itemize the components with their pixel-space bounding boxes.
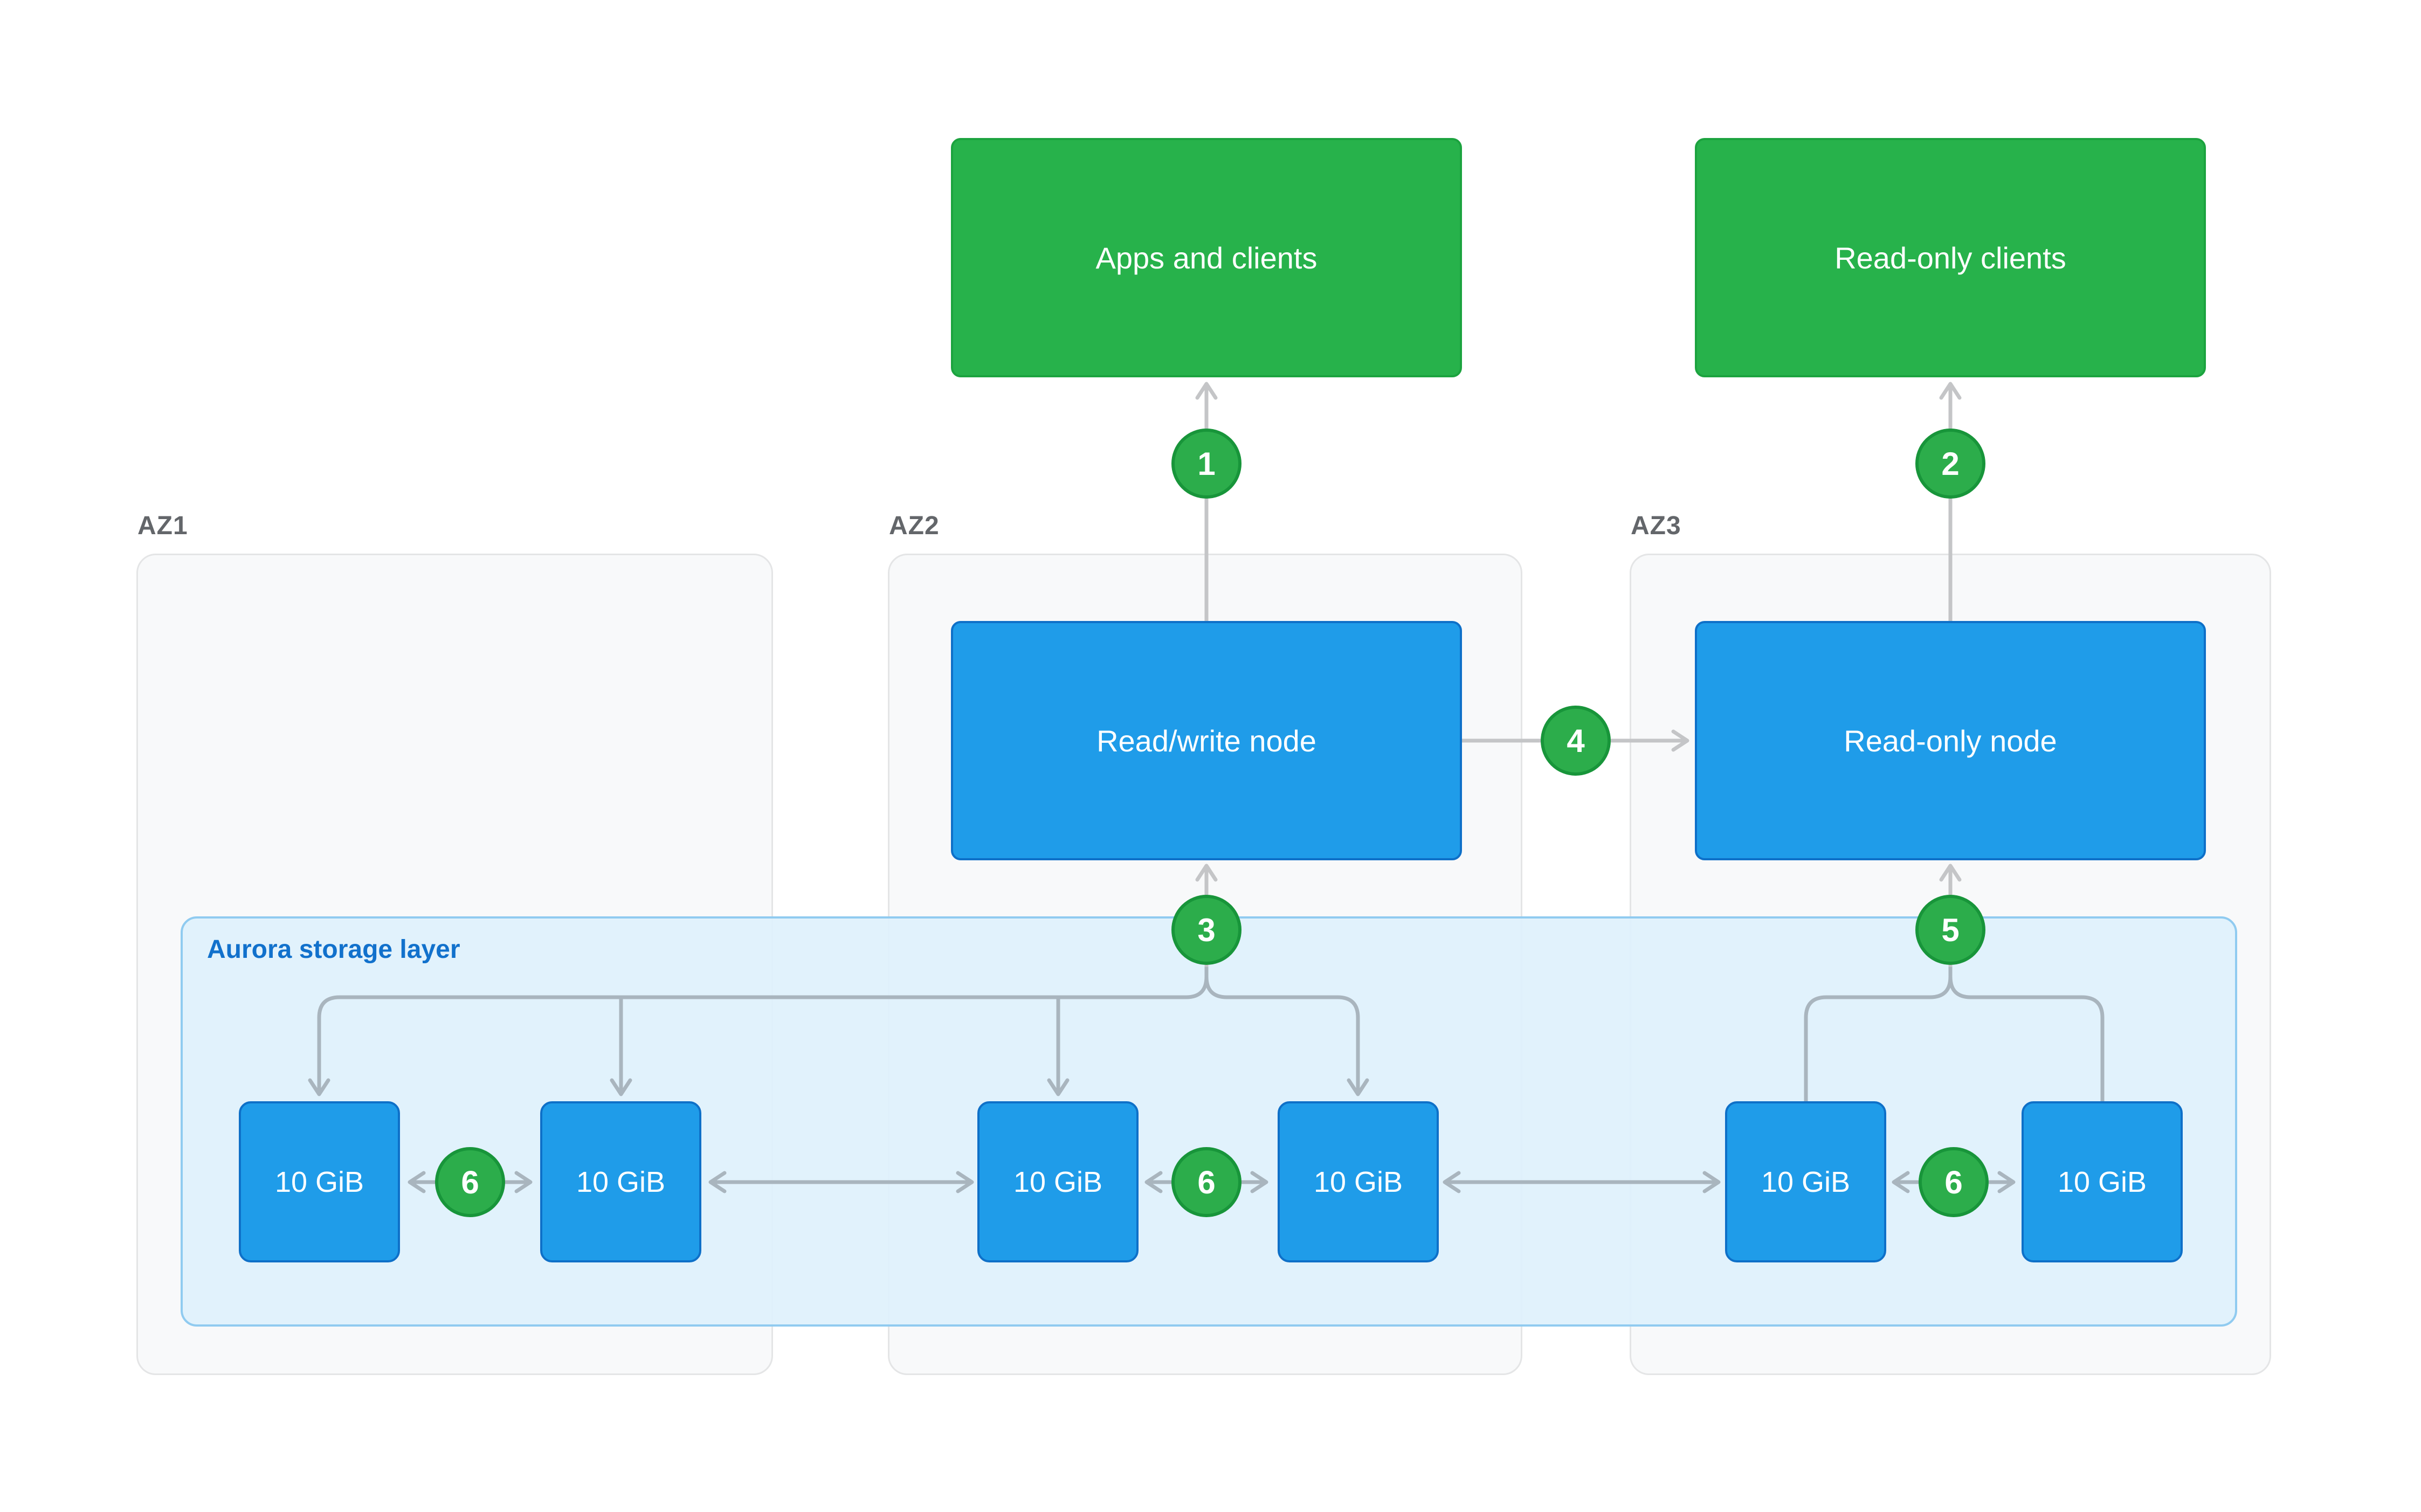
read-only-clients-label: Read-only clients (1834, 240, 2066, 275)
storage-segment-5: 10 GiB (1725, 1101, 1886, 1262)
step-badge-6-az2: 6 (1171, 1147, 1241, 1217)
read-only-node-label: Read-only node (1844, 723, 2057, 758)
aurora-storage-layer-label: Aurora storage layer (207, 935, 460, 964)
storage-segment-3-label: 10 GiB (1013, 1165, 1103, 1198)
storage-segment-6-label: 10 GiB (2057, 1165, 2147, 1198)
storage-segment-4: 10 GiB (1278, 1101, 1439, 1262)
rail-branch-to-segment5 (1804, 967, 1953, 1103)
zone-az3-label: AZ3 (1631, 512, 1681, 540)
rail-branch-to-segment6 (1948, 967, 2105, 1103)
storage-segment-2: 10 GiB (540, 1101, 701, 1262)
zone-az1-label: AZ1 (137, 512, 188, 540)
storage-segment-3: 10 GiB (977, 1101, 1139, 1262)
storage-segment-6: 10 GiB (2022, 1101, 2183, 1262)
read-write-node-label: Read/write node (1096, 723, 1316, 758)
rail-left-branch-to-segment1 (308, 967, 1209, 1096)
storage-segment-5-label: 10 GiB (1761, 1165, 1851, 1198)
read-only-clients-box: Read-only clients (1695, 138, 2206, 377)
step-badge-6-az3: 6 (1919, 1147, 1989, 1217)
step-badge-1: 1 (1171, 429, 1241, 499)
step-badge-5: 5 (1915, 895, 1985, 965)
step-badge-6-az1: 6 (435, 1147, 505, 1217)
rail-right-branch-to-segment4 (1204, 967, 1369, 1096)
zone-az2-label: AZ2 (889, 512, 940, 540)
step-badge-4: 4 (1541, 706, 1611, 776)
read-only-node-box: Read-only node (1695, 621, 2206, 860)
read-write-node-box: Read/write node (951, 621, 1462, 860)
apps-and-clients-box: Apps and clients (951, 138, 1462, 377)
storage-segment-1: 10 GiB (239, 1101, 400, 1262)
step-badge-2: 2 (1915, 429, 1985, 499)
storage-segment-1-label: 10 GiB (274, 1165, 364, 1198)
step-badge-3: 3 (1171, 895, 1241, 965)
apps-and-clients-label: Apps and clients (1095, 240, 1318, 275)
storage-segment-2-label: 10 GiB (576, 1165, 666, 1198)
storage-segment-4-label: 10 GiB (1313, 1165, 1403, 1198)
